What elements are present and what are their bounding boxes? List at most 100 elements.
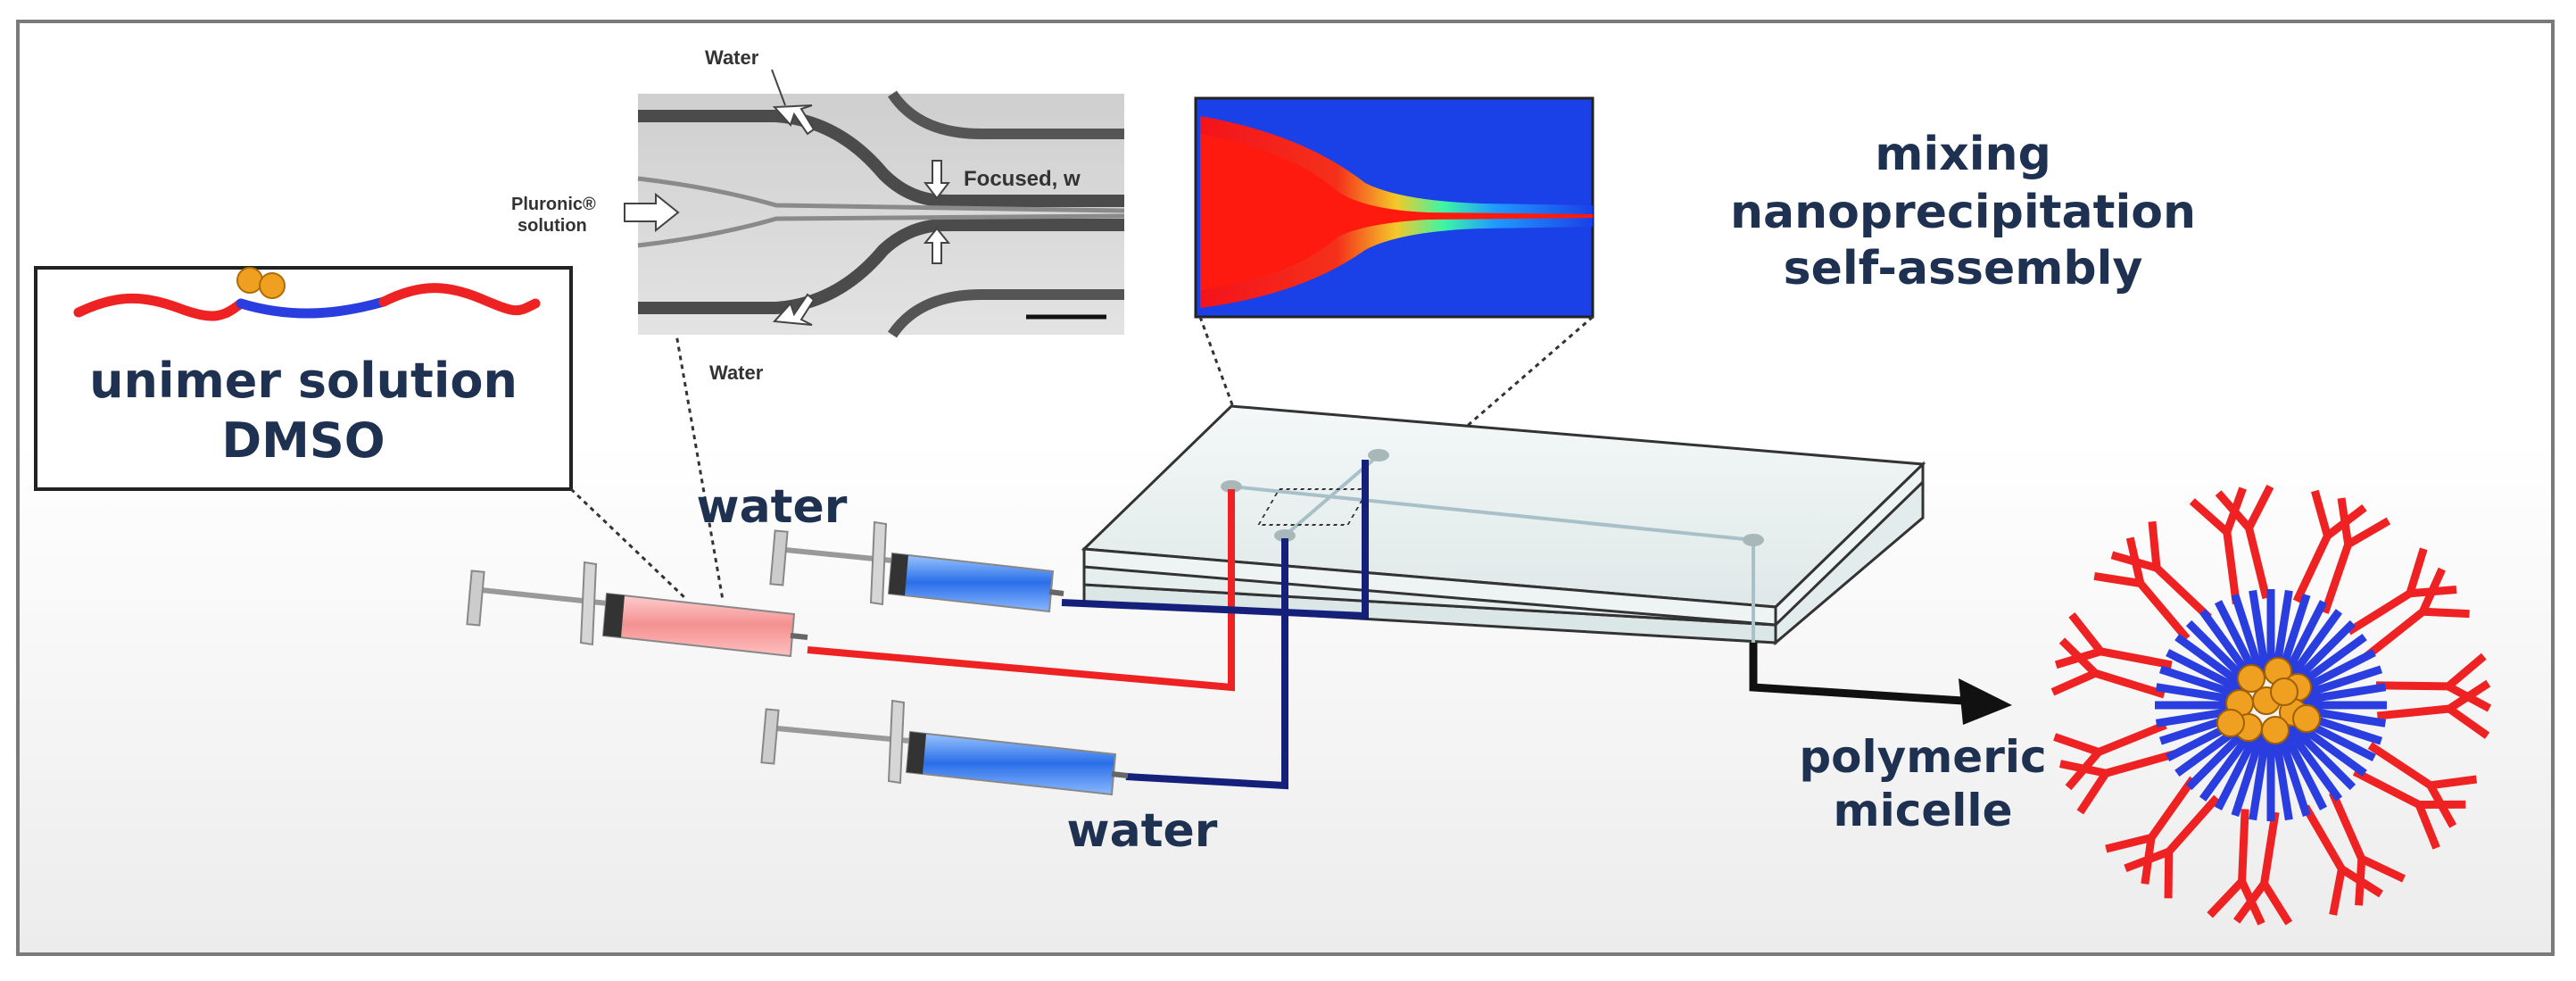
unimer-inset: unimer solution DMSO bbox=[34, 266, 573, 491]
corona-fork bbox=[2148, 520, 2161, 569]
arrow-icon bbox=[624, 192, 680, 233]
micelle-label: micelle bbox=[1834, 785, 2013, 836]
chip-port bbox=[1743, 534, 1764, 546]
chip-port bbox=[1368, 449, 1389, 461]
drug-particle bbox=[236, 267, 263, 294]
corona-arm bbox=[2065, 720, 2167, 791]
syringe-flange bbox=[869, 520, 888, 606]
syringe-flange bbox=[579, 561, 598, 646]
encapsulated-drug bbox=[2292, 704, 2321, 733]
chip-port bbox=[1274, 529, 1296, 542]
focus-stream bbox=[637, 176, 1125, 213]
arrow-icon bbox=[923, 160, 951, 200]
unimer-solution-label: unimer solution bbox=[89, 353, 518, 409]
water-tube-top bbox=[1061, 460, 1369, 620]
core-spoke bbox=[2274, 729, 2311, 818]
syringe-stopper bbox=[907, 732, 926, 774]
outlet-arrow-icon bbox=[1959, 678, 2012, 725]
core-spoke bbox=[2231, 729, 2267, 818]
corona-fork bbox=[2053, 733, 2100, 756]
corona-arm bbox=[2292, 489, 2332, 603]
core-spoke bbox=[2249, 730, 2271, 821]
syringe-stopper bbox=[603, 594, 625, 637]
self-assembly-label: self-assembly bbox=[1784, 242, 2143, 295]
arrow-icon bbox=[772, 293, 816, 326]
corona-fork bbox=[2414, 802, 2440, 850]
corona-fork bbox=[2423, 607, 2470, 619]
polymeric-micelle bbox=[2050, 484, 2492, 926]
mixing-label: mixing bbox=[1875, 128, 2051, 181]
water-tube-bottom bbox=[1125, 538, 1288, 790]
corona-arm bbox=[2321, 497, 2353, 614]
core-spoke bbox=[2231, 593, 2267, 681]
water-label-top: water bbox=[697, 480, 848, 534]
corona-fork bbox=[2446, 682, 2492, 712]
core-spoke bbox=[2279, 727, 2328, 811]
chip-side bbox=[1774, 461, 1925, 628]
label-pointer bbox=[771, 69, 786, 106]
focus-stream bbox=[637, 213, 1125, 248]
microscope-inset: Water Water Pluronic® solution Focused, … bbox=[511, 46, 1125, 384]
encapsulated-drug bbox=[2237, 664, 2265, 693]
polymer-red-segment-left bbox=[73, 293, 246, 321]
syringe-unimer bbox=[466, 561, 808, 658]
corona-fork bbox=[2329, 868, 2346, 916]
polymeric-label: polymeric bbox=[1799, 731, 2046, 783]
microfluidic-chip bbox=[1081, 404, 1926, 646]
encapsulated-drug bbox=[2216, 709, 2245, 737]
corona-fork bbox=[2245, 484, 2274, 530]
corona-arm bbox=[2367, 742, 2478, 790]
corona-arm bbox=[2375, 653, 2487, 691]
pluronic-label-2: solution bbox=[518, 216, 587, 236]
plunger-head bbox=[466, 569, 485, 627]
syringe-barrel bbox=[887, 552, 1055, 613]
plunger-rod bbox=[472, 586, 625, 608]
zoom-region bbox=[1256, 488, 1371, 526]
channel-wall bbox=[888, 90, 1124, 139]
arrow-icon bbox=[772, 104, 816, 136]
core-spoke bbox=[2282, 609, 2343, 686]
core-spoke bbox=[2282, 724, 2343, 802]
corona-fork bbox=[2105, 834, 2153, 853]
focused-label: Focused, w bbox=[964, 167, 1081, 191]
syringe-tip bbox=[1048, 589, 1064, 596]
core-spoke bbox=[2214, 727, 2263, 811]
chip-channel bbox=[1230, 485, 1754, 542]
core-spoke bbox=[2296, 683, 2387, 705]
encapsulated-drug bbox=[2270, 678, 2299, 706]
encapsulated-drug bbox=[2261, 716, 2290, 744]
plunger-head bbox=[769, 529, 789, 586]
corona-fork bbox=[2207, 878, 2245, 919]
syringe-tip bbox=[790, 633, 808, 640]
syringe-flange bbox=[887, 699, 906, 785]
channel-wall bbox=[888, 289, 1124, 338]
syringe-water-bottom bbox=[760, 699, 1129, 796]
core-spoke bbox=[2271, 730, 2293, 821]
pluronic-label-1: Pluronic® bbox=[511, 195, 596, 214]
core-spoke bbox=[2166, 648, 2249, 697]
unimer-tube bbox=[807, 489, 1235, 692]
chip-port bbox=[1221, 480, 1242, 493]
unimer-inset-border bbox=[34, 266, 573, 491]
syringe-barrel bbox=[905, 730, 1117, 796]
dmso-label: DMSO bbox=[221, 412, 385, 469]
plunger-rod bbox=[766, 725, 911, 744]
syringe-tip bbox=[1111, 771, 1129, 778]
micro-water-bottom-label: Water bbox=[709, 362, 764, 384]
core-spoke bbox=[2249, 589, 2271, 680]
polymer-red-segment-right bbox=[378, 283, 541, 316]
syringe-stopper bbox=[889, 553, 908, 595]
syringe-barrel bbox=[601, 592, 796, 658]
polymer-blue-segment bbox=[236, 296, 389, 319]
corona-fork bbox=[2346, 517, 2391, 548]
core-spoke bbox=[2287, 721, 2357, 791]
corona-arm bbox=[2164, 794, 2220, 899]
water-label-bottom: water bbox=[1067, 804, 1218, 858]
heatmap-inset bbox=[1194, 96, 1594, 319]
outlet-line bbox=[1749, 643, 1964, 705]
mixing-core bbox=[1200, 134, 1593, 290]
drug-particle bbox=[259, 272, 286, 299]
micro-water-top-label: Water bbox=[705, 46, 759, 69]
